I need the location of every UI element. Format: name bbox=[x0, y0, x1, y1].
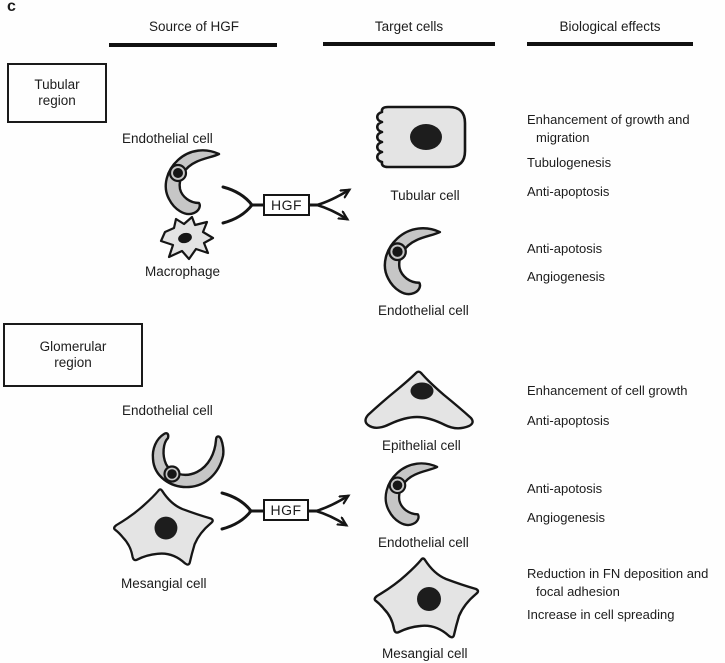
hgf-box-tubular: HGF bbox=[263, 194, 310, 216]
effect-item: Tubulogenesis bbox=[527, 155, 612, 170]
mesangial-cell-shape bbox=[373, 557, 480, 639]
column-header-targets: Target cells bbox=[374, 19, 444, 34]
header-underline bbox=[527, 42, 693, 46]
tubular-cell-shape bbox=[375, 105, 467, 169]
glomerular-source-endothelial-label: Endothelial cell bbox=[122, 403, 213, 418]
effect-item: Anti-apoptosis bbox=[527, 184, 610, 199]
glomerular-region-box: Glomerular region bbox=[3, 323, 143, 387]
endothelial-cell-shape bbox=[151, 432, 225, 489]
tubular-target-tubular-cell-label: Tubular cell bbox=[390, 188, 460, 203]
effect-item: Anti-apotosis bbox=[527, 481, 603, 496]
glomerular-source-mesangial-label: Mesangial cell bbox=[121, 576, 207, 591]
effect-item: Enhancement of cell growth bbox=[527, 383, 688, 398]
epithelial-cell-shape bbox=[364, 370, 474, 430]
effect-item: Anti-apotosis bbox=[527, 241, 603, 256]
tubular-target-endothelial-label: Endothelial cell bbox=[378, 303, 469, 318]
glomerular-target-endothelial-label: Endothelial cell bbox=[378, 535, 469, 550]
tubular-source-macrophage-label: Macrophage bbox=[145, 264, 221, 279]
header-underline bbox=[109, 43, 277, 47]
effect-item: Enhancement of growth and migration bbox=[527, 112, 690, 146]
tubular-region-label: Tubular region bbox=[34, 76, 80, 108]
effect-item: Angiogenesis bbox=[527, 269, 606, 284]
glomerular-target-mesangial-label: Mesangial cell bbox=[382, 646, 468, 661]
tubular-region-box: Tubular region bbox=[7, 63, 107, 123]
effect-item: Anti-apoptosis bbox=[527, 413, 610, 428]
endothelial-cell-shape bbox=[164, 149, 221, 216]
effect-item: Increase in cell spreading bbox=[527, 607, 675, 622]
endothelial-cell-shape bbox=[384, 462, 439, 527]
mesangial-cell-shape bbox=[112, 488, 214, 566]
glomerular-region-label: Glomerular region bbox=[39, 338, 107, 370]
column-header-source: Source of HGF bbox=[148, 19, 240, 34]
header-underline bbox=[323, 42, 495, 46]
endothelial-cell-shape bbox=[383, 227, 442, 296]
column-header-effects: Biological effects bbox=[559, 19, 661, 34]
glomerular-target-epithelial-label: Epithelial cell bbox=[382, 438, 461, 453]
macrophage-shape bbox=[159, 215, 215, 261]
effect-item: Reduction in FN deposition and focal adh… bbox=[527, 566, 709, 600]
panel-letter: c bbox=[7, 0, 16, 15]
hgf-box-glomerular: HGF bbox=[263, 499, 309, 521]
effect-item: Angiogenesis bbox=[527, 510, 606, 525]
tubular-source-endothelial-label: Endothelial cell bbox=[122, 131, 213, 146]
